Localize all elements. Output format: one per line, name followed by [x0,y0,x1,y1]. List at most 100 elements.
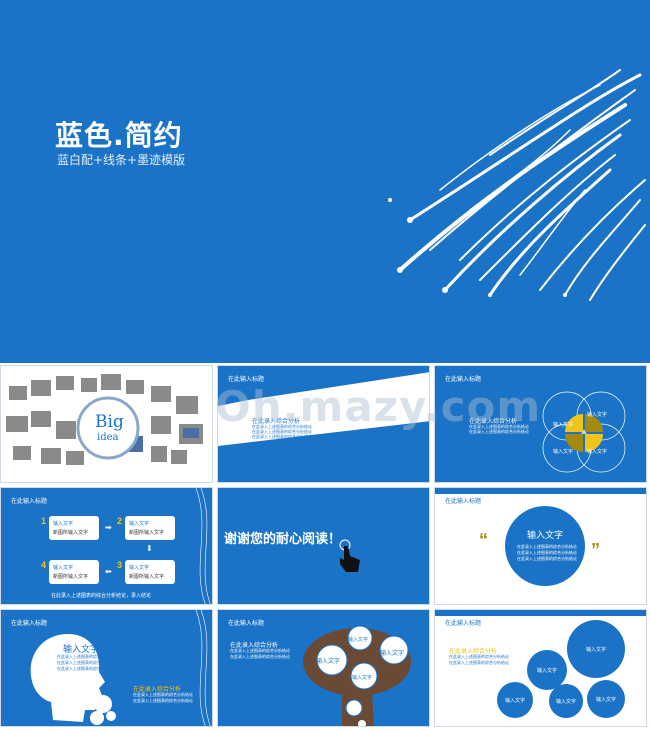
section-heading: 在此录入综合分析 [449,648,498,655]
quote-open-icon: “ [479,530,488,550]
analysis-line: 在此录入上述图表的综合分析结论 [517,556,577,561]
slide-tree-bubbles[interactable]: 在此输入标题 在此录入综合分析 在此录入上述图表的综合分析结论 在此录入上述图表… [217,609,430,727]
computers-collage-graphic [6,374,203,465]
bubble: 输入文字 [497,682,533,718]
bubble-label: 输入文字 [595,696,616,703]
section-heading: 在此录入综合分析 [133,686,182,693]
step-body: 新图所输入文字 [53,530,89,536]
arrow-left-icon: ⬅ [105,567,112,576]
site-watermark: Oh.mazy.com [215,382,542,431]
side-lines-graphic [195,610,211,726]
step-title: 输入文字 [129,565,150,571]
analysis-line: 在此录入上述图表的综合分析结论 [57,654,117,659]
slide-bubble-cluster[interactable]: 在此输入标题 在此录入综合分析 在此录入上述图表的综合分析结论 在此录入上述图表… [434,609,647,727]
head-title: 输入文字 [63,645,100,655]
step-box: 输入文字 新图所输入文字 [49,560,99,584]
slide-title-label: 在此输入标题 [11,498,48,505]
bubble-label: 输入文字 [316,658,341,665]
analysis-line: 在此录入上述图表的综合分析结论 [133,698,193,703]
section-heading: 在此录入综合分析 [230,642,279,649]
step-number: 2 [117,516,123,526]
quote-close-icon: ” [591,540,600,560]
analysis-line: 在此录入上述图表的综合分析结论 [57,666,117,671]
footer-text: 在此录入上述图表的综合分析结论，录入结论 [51,593,152,599]
tree-graphic [303,625,411,726]
slide-title-label: 在此输入标题 [228,620,265,627]
analysis-line: 在此录入上述图表的综合分析结论 [449,654,509,659]
bubble: 输入文字 [549,684,583,718]
hero-subtitle: 蓝白配+线条+墨迹模版 [57,153,186,167]
slide-title-label: 在此输入标题 [445,376,482,383]
analysis-line: 在此录入上述图表的综合分析结论 [469,424,529,429]
bubble-label: 输入文字 [504,697,525,704]
center-title: 输入文字 [526,531,563,541]
bubble: 输入文字 [567,620,625,678]
step-number: 3 [117,560,123,570]
slide-title-label: 在此输入标题 [228,376,265,383]
petal-label: 输入文字 [553,422,574,428]
bubble: 输入文字 [587,680,625,718]
slide-big-idea[interactable]: Big idea [0,365,213,483]
analysis-line: 在此录入上述图表的综合分析结论 [517,544,577,549]
analysis-line: 在此录入上述图表的综合分析结论 [252,434,312,439]
head-silhouette-graphic [30,634,116,725]
bubble-label: 输入文字 [555,698,576,705]
slide-title-label: 在此输入标题 [445,620,482,627]
step-box: 输入文字 新图所输入文字 [125,516,175,540]
diagonal-band-graphic [218,366,429,482]
bubble-label: 输入文字 [352,675,373,681]
step-number: 4 [41,560,47,570]
hand-pointer-icon [339,539,360,572]
top-bar [435,610,646,616]
analysis-line: 在此录入上述图表的综合分析结论 [469,429,529,434]
analysis-line: 在此录入上述图表的综合分析结论 [252,424,312,429]
center-circle: 输入文字 在此录入上述图表的综合分析结论 在此录入上述图表的综合分析结论 在此录… [505,506,585,586]
bubble-label: 输入文字 [536,667,557,674]
slide-thanks[interactable]: 谢谢您的耐心阅读！ [217,487,430,605]
ink-strokes-graphic [388,69,646,301]
slide-title-label: 在此输入标题 [445,498,482,505]
bubble-label: 输入文字 [585,646,606,653]
step-box: 输入文字 新图所输入文字 [125,560,175,584]
analysis-line: 在此录入上述图表的综合分析结论 [252,429,312,434]
side-lines-graphic [195,488,211,604]
step-title: 输入文字 [53,521,74,527]
slide-quote-circle[interactable]: 在此输入标题 输入文字 在此录入上述图表的综合分析结论 在此录入上述图表的综合分… [434,487,647,605]
idea-text: idea [97,432,119,443]
petal-label: 输入文字 [553,449,574,455]
step-body: 新图所输入文字 [129,530,165,536]
analysis-line: 在此录入上述图表的综合分析结论 [449,660,509,665]
analysis-line: 在此录入上述图表的综合分析结论 [230,648,290,653]
arrow-right-icon: ➡ [105,523,112,532]
arrow-down-icon: ⬇ [146,544,153,553]
slide-analysis-diagonal[interactable]: 在此输入标题 在此录入综合分析 在此录入上述图表的综合分析结论 在此录入上述图表… [217,365,430,483]
analysis-line: 在此录入上述图表的综合分析结论 [133,692,193,697]
section-heading: 在此录入综合分析 [252,418,301,425]
bubble-label: 输入文字 [380,650,405,657]
petal-diagram-graphic [542,391,626,473]
step-box: 输入文字 新图所输入文字 [49,516,99,540]
analysis-line: 在此录入上述图表的综合分析结论 [230,654,290,659]
slide-process-steps[interactable]: 在此输入标题 1 输入文字 新图所输入文字 ➡ 2 输入文字 新图所输入文字 ⬇… [0,487,213,605]
step-body: 新图所输入文字 [53,574,89,580]
petal-label: 输入文字 [587,449,608,455]
hero-title: 蓝色.简约 [55,119,183,152]
analysis-line: 在此录入上述图表的综合分析结论 [57,660,117,665]
step-body: 新图所输入文字 [129,574,165,580]
step-number: 1 [41,516,47,526]
thanks-text: 谢谢您的耐心阅读！ [224,532,342,547]
section-heading: 在此录入综合分析 [469,418,518,425]
hero-slide: 蓝色.简约 蓝白配+线条+墨迹模版 [0,0,650,363]
slide-title-label: 在此输入标题 [11,620,48,627]
top-bar [435,488,646,494]
slide-four-petals[interactable]: 在此输入标题 在此录入综合分析 在此录入上述图表的综合分析结论 在此录入上述图表… [434,365,647,483]
big-text: Big [95,412,124,432]
bubble: 输入文字 [527,650,567,690]
analysis-line: 在此录入上述图表的综合分析结论 [517,550,577,555]
bubble-label: 输入文字 [348,637,369,643]
slide-head-profile[interactable]: 在此输入标题 输入文字 在此录入上述图表的综合分析结论 在此录入上述图表的综合分… [0,609,213,727]
step-title: 输入文字 [53,565,74,571]
petal-label: 输入文字 [587,412,608,418]
step-title: 输入文字 [129,521,150,527]
